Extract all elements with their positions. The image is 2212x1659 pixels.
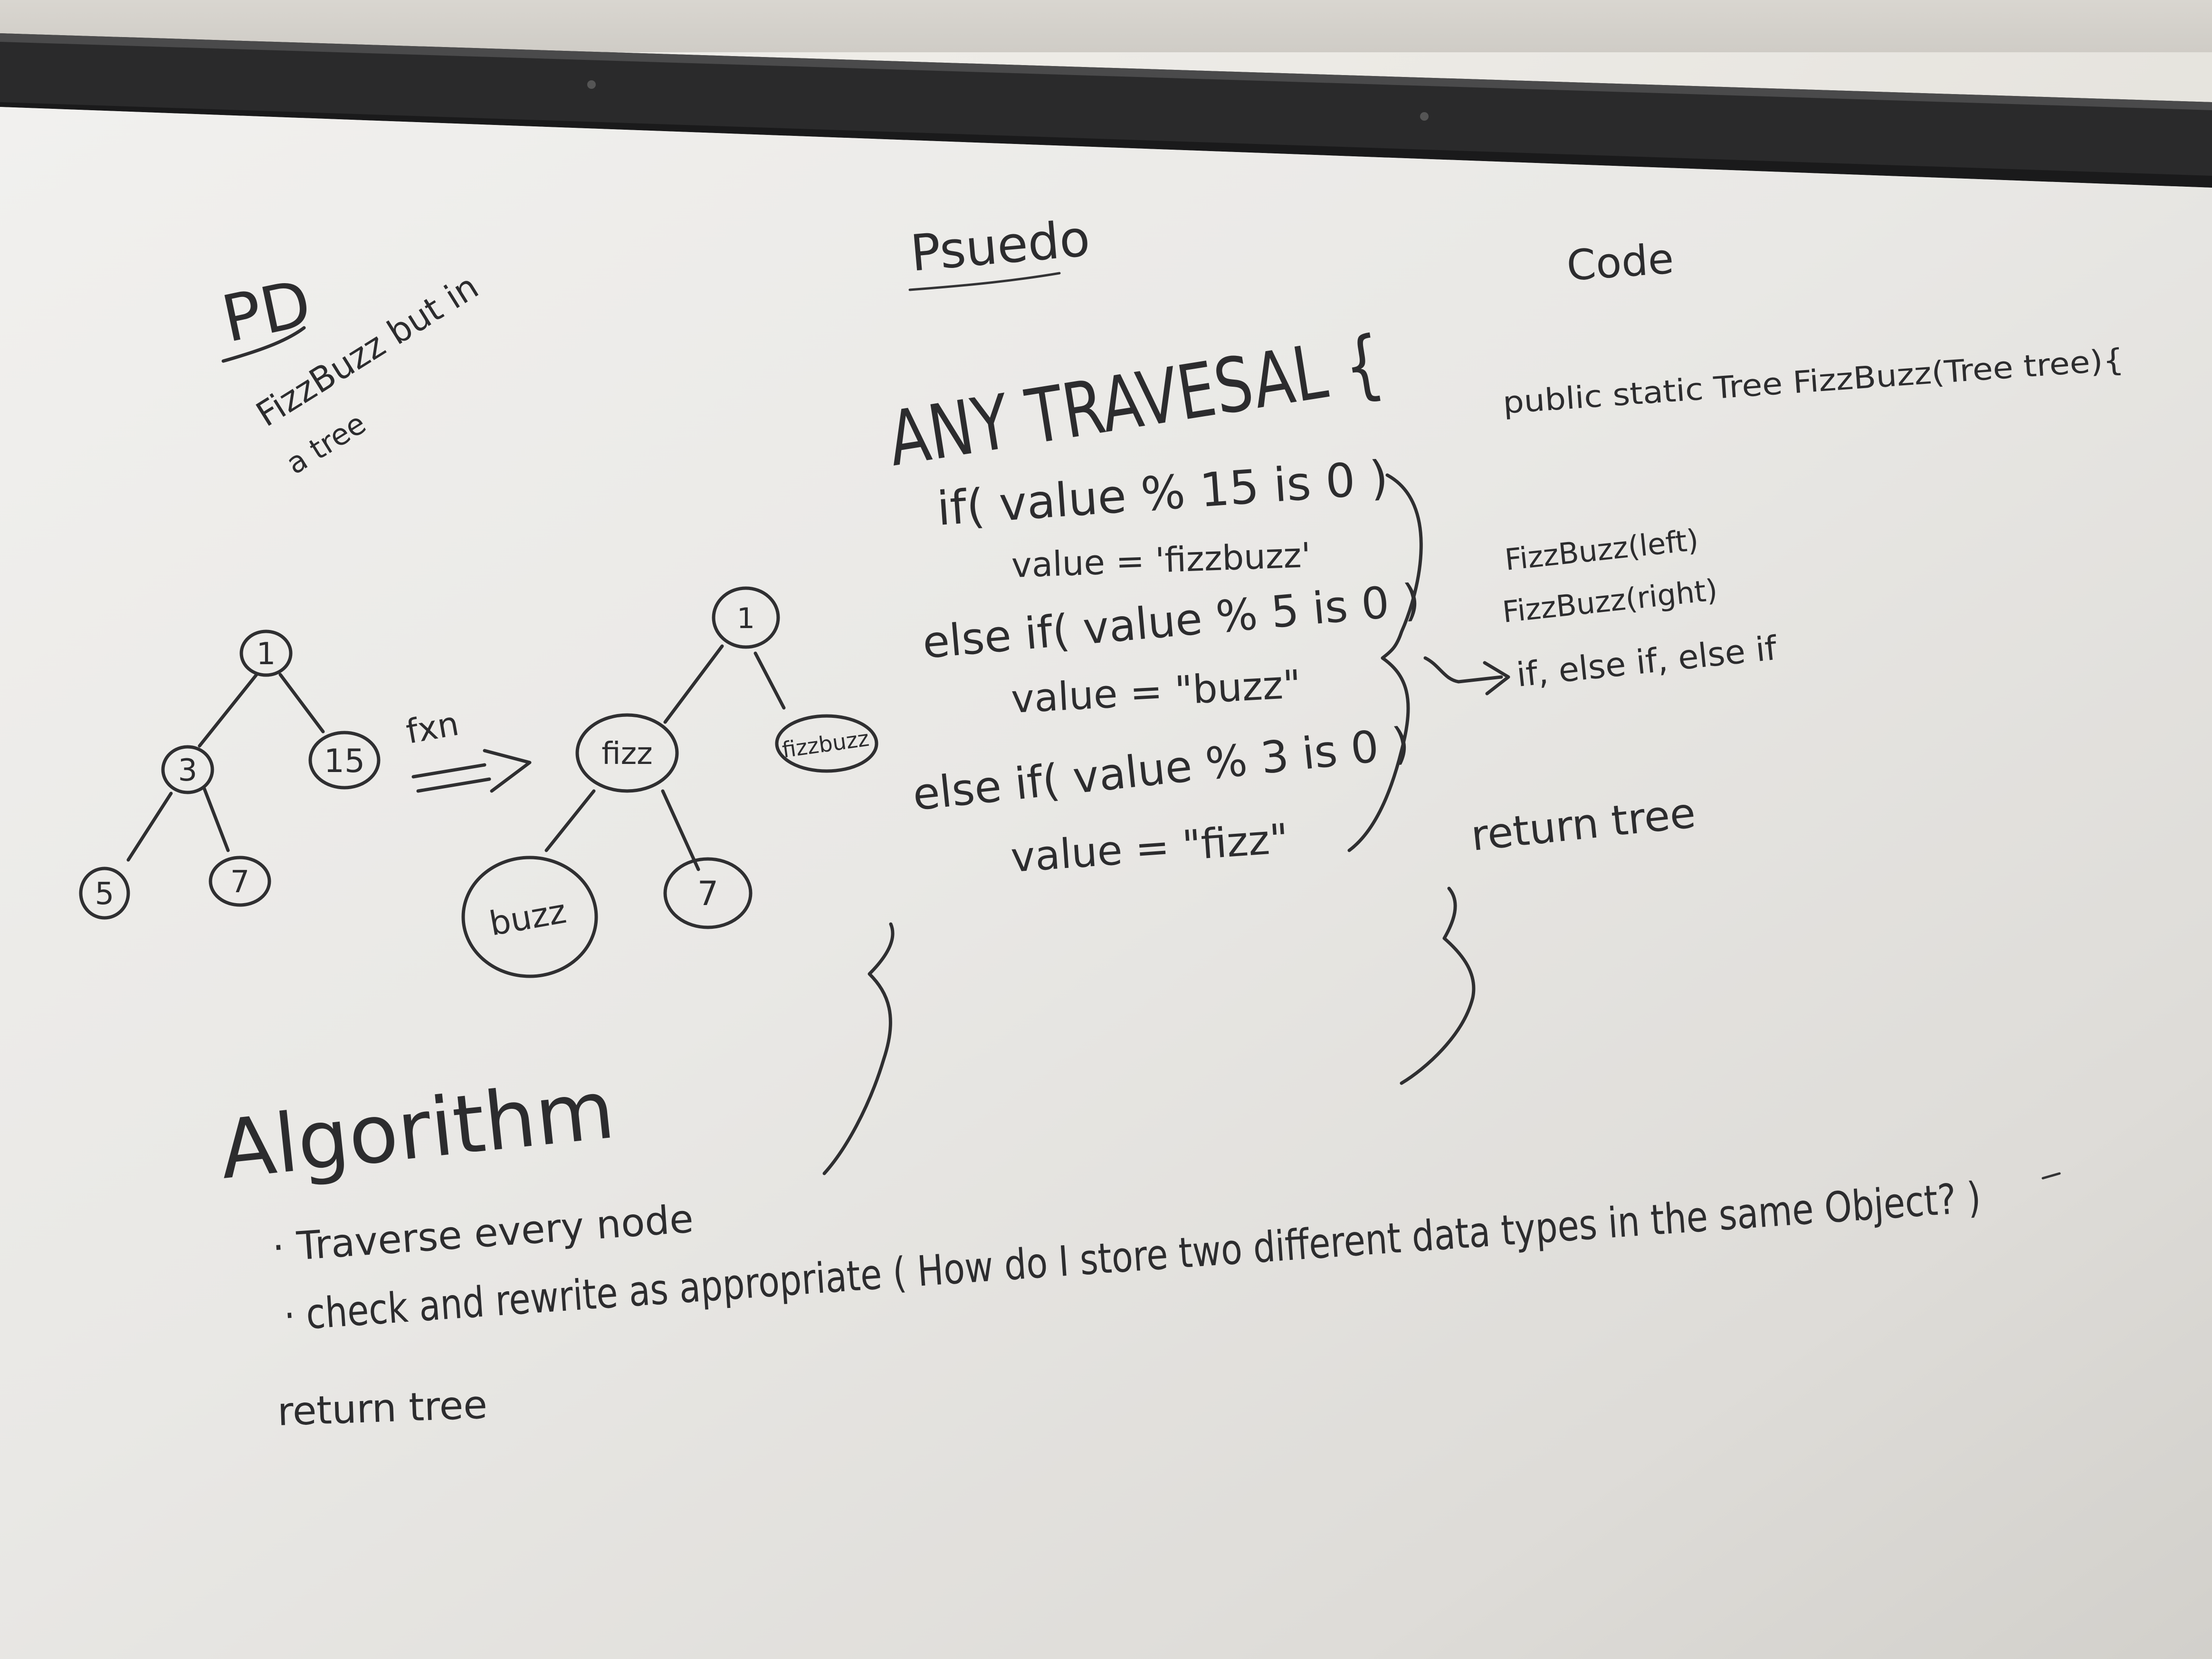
tree-before: 1 3 15 5 7: [79, 629, 381, 920]
tree-before-node-5: 5: [95, 877, 114, 912]
tree-after-node-1: 1: [737, 602, 755, 635]
pseudo-underline: [908, 272, 1061, 291]
board-rail: [0, 33, 2212, 188]
pseudo-group-brace: [1347, 473, 1423, 852]
tree-before-node-1: 1: [257, 637, 276, 672]
brace-arrow: [1423, 656, 1510, 696]
pd-underline: [221, 326, 306, 363]
pseudo-closing-brace: [822, 922, 895, 1175]
tree-before-node-7: 7: [230, 865, 250, 900]
fxn-arrow: [411, 749, 532, 793]
algorithm-step-3: return tree: [276, 1382, 488, 1435]
wall: [0, 0, 2212, 52]
code-heading: Code: [1565, 234, 1675, 290]
fxn-label: fxn: [403, 704, 462, 752]
tree-before-node-15: 15: [324, 743, 365, 780]
tree-after-node-7: 7: [697, 874, 719, 913]
pd-heading: PD: [216, 266, 317, 357]
tree-before-node-3: 3: [178, 753, 198, 788]
code-closing-brace: [1400, 887, 1476, 1085]
tree-after-node-fizz: fizz: [601, 736, 653, 772]
stray-mark: [2041, 1172, 2061, 1180]
